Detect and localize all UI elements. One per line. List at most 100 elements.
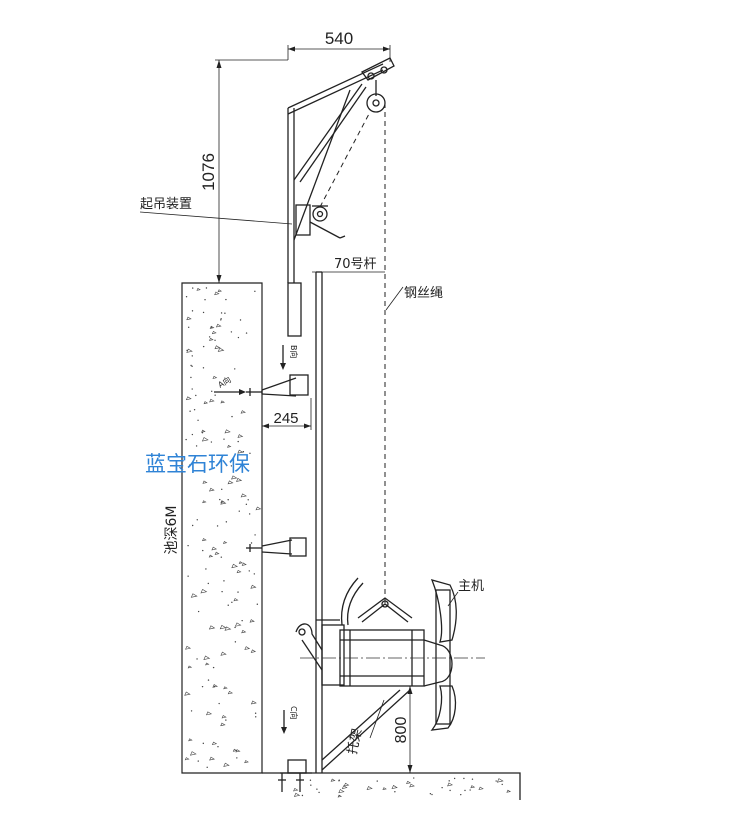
concrete-speckle (238, 510, 240, 512)
concrete-speckle (190, 364, 192, 367)
concrete-speckle (197, 760, 199, 762)
concrete-speckle (203, 401, 209, 405)
concrete-speckle (431, 793, 433, 796)
concrete-speckle (220, 500, 225, 503)
concrete-speckle (187, 326, 190, 328)
concrete-speckle (224, 312, 226, 314)
concrete-speckle (207, 679, 210, 681)
concrete-speckle (209, 398, 215, 403)
concrete-speckle (211, 546, 218, 551)
concrete-speckle (211, 741, 218, 746)
concrete-speckle (254, 712, 257, 714)
concrete-speckle (189, 464, 191, 466)
concrete-speckle (190, 376, 192, 379)
concrete-speckle (210, 326, 213, 328)
concrete-speckle (249, 452, 251, 455)
concrete-speckle (254, 290, 256, 293)
concrete-speckle (211, 390, 213, 392)
concrete-speckle (223, 762, 230, 767)
concrete-speckle (205, 287, 208, 289)
concrete-speckle (195, 394, 197, 397)
concrete-speckle (330, 778, 336, 782)
concrete-speckle (449, 789, 451, 792)
concrete-speckle (382, 787, 387, 791)
concrete-speckle (201, 432, 204, 434)
concrete-speckle (241, 562, 247, 566)
concrete-speckle (234, 641, 237, 643)
concrete-speckle (214, 345, 221, 350)
concrete-speckle (448, 780, 450, 782)
concrete-speckle (236, 569, 242, 574)
concrete-speckle (245, 503, 248, 506)
concrete-speckle (236, 757, 238, 759)
concrete-speckle (341, 785, 348, 789)
concrete-speckle (223, 438, 225, 440)
label-lifting-device: 起吊装置 (139, 197, 293, 225)
concrete-speckle (224, 626, 232, 631)
concrete-speckle (227, 499, 229, 501)
concrete-speckle (240, 493, 247, 498)
concrete-speckle (201, 685, 204, 688)
concrete-speckle (225, 521, 228, 523)
concrete-speckle (242, 451, 245, 453)
concrete-speckle (185, 296, 188, 298)
dimension-bracket-height-text: 800 (393, 717, 410, 744)
concrete-speckle (231, 415, 233, 418)
concrete-speckle (236, 477, 243, 482)
concrete-speckle (202, 311, 205, 314)
concrete-speckle (225, 719, 227, 721)
concrete-speckle (211, 330, 217, 335)
label-wire-rope: 钢丝绳 (404, 286, 443, 301)
concrete-speckle (221, 590, 223, 593)
concrete-speckle (208, 554, 214, 558)
concrete-speckle (190, 593, 198, 598)
concrete-speckle (409, 783, 415, 788)
floor-texture (293, 777, 512, 798)
concrete-speckle (191, 433, 194, 436)
concrete-speckle (232, 748, 238, 752)
concrete-speckle (202, 742, 205, 745)
concrete-speckle (187, 665, 193, 669)
concrete-speckle (406, 780, 412, 785)
concrete-speckle (413, 777, 415, 779)
concrete-speckle (237, 434, 244, 438)
concrete-speckle (221, 715, 227, 719)
concrete-speckle (191, 355, 193, 357)
concrete-speckle (214, 339, 216, 342)
concrete-speckle (220, 400, 226, 404)
concrete-speckle (217, 347, 225, 352)
concrete-speckle (234, 626, 236, 629)
concrete-speckle (200, 588, 208, 594)
concrete-speckle (202, 367, 205, 369)
concrete-speckle (202, 345, 205, 348)
guide-rod: 70号杆 (287, 257, 385, 773)
concrete-speckle (237, 449, 244, 454)
concrete-speckle (186, 349, 188, 352)
concrete-speckle (248, 513, 251, 515)
concrete-speckle (196, 519, 198, 521)
concrete-speckle (191, 524, 194, 527)
concrete-speckle (338, 789, 345, 794)
concrete-speckle (233, 598, 239, 602)
concrete-speckle (209, 756, 216, 761)
concrete-speckle (201, 538, 207, 542)
concrete-speckle (293, 787, 299, 792)
watermark-brand: 蓝宝石环保 (145, 452, 250, 476)
label-view-b: B向 (289, 345, 299, 359)
concrete-speckle (184, 757, 190, 761)
concrete-speckle (464, 789, 466, 792)
concrete-speckle (219, 624, 227, 630)
concrete-speckle (218, 702, 220, 705)
concrete-speckle (239, 319, 242, 321)
concrete-speckle (220, 312, 223, 314)
concrete-speckle (220, 722, 226, 727)
concrete-speckle (234, 622, 242, 627)
concrete-speckle (247, 499, 249, 501)
concrete-speckle (196, 288, 201, 291)
concrete-speckle (343, 782, 350, 787)
concrete-speckle (216, 525, 219, 527)
concrete-speckle (196, 460, 198, 462)
concrete-speckle (205, 711, 213, 716)
concrete-speckle (501, 783, 503, 786)
